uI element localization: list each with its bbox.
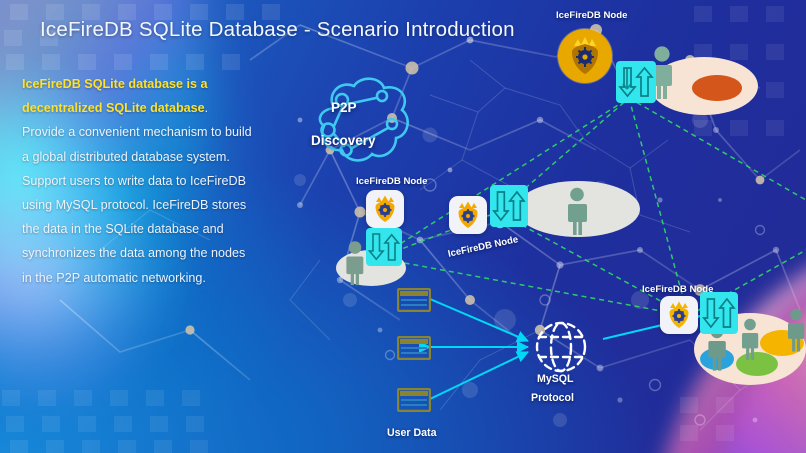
node-left-sync-arrows-icon[interactable] <box>366 228 402 266</box>
node-top-sync-arrows-icon[interactable] <box>616 61 656 103</box>
node-center-person-icon <box>568 187 587 235</box>
mysql-label-line1: MySQL <box>537 373 574 385</box>
p2p-cloud-icon <box>318 77 409 162</box>
node-left-logo-white-square-shield-icon <box>366 190 404 228</box>
node-right-person-icon-3 <box>788 308 805 352</box>
p2p-label-line2: Discovery <box>311 133 376 148</box>
mysql-label-line2: Protocol <box>531 392 574 404</box>
node-right-label: IceFireDB Node <box>642 284 714 295</box>
slide-title: IceFireDB SQLite Database - Scenario Int… <box>40 18 515 41</box>
node-top-label: IceFireDB Node <box>556 10 628 21</box>
user-data-database-stack-icon-2 <box>397 336 431 360</box>
user-data-database-stack-icon-3 <box>397 388 431 412</box>
body-rest: . Provide a convenient mechanism to buil… <box>22 101 252 285</box>
mysql-globe-dashed-icon <box>535 321 587 373</box>
node-top-accent-ellipse <box>692 75 742 101</box>
node-center-logo-white-square-shield-icon <box>449 196 487 234</box>
user-data-label: User Data <box>387 427 437 439</box>
node-right-logo-white-square-shield-icon <box>660 296 698 334</box>
slide-body-text: IceFireDB SQLite database is a decentral… <box>22 72 254 290</box>
node-right-person-icon-2 <box>742 318 759 360</box>
body-highlight: IceFireDB SQLite database is a decentral… <box>22 77 208 116</box>
node-top-person-icon <box>652 46 672 99</box>
node-center-sync-arrows-icon[interactable] <box>490 185 528 227</box>
node-left-label: IceFireDB Node <box>356 176 428 187</box>
node-right-sync-arrows-icon[interactable] <box>700 292 738 334</box>
node-top-logo-gold-circle-shield-icon <box>558 29 612 83</box>
node-right-accent-ellipse-green <box>736 352 778 376</box>
node-left-person-icon <box>346 241 364 286</box>
user-data-database-stack-icon-1 <box>397 288 431 312</box>
p2p-label-line1: P2P <box>331 100 357 115</box>
